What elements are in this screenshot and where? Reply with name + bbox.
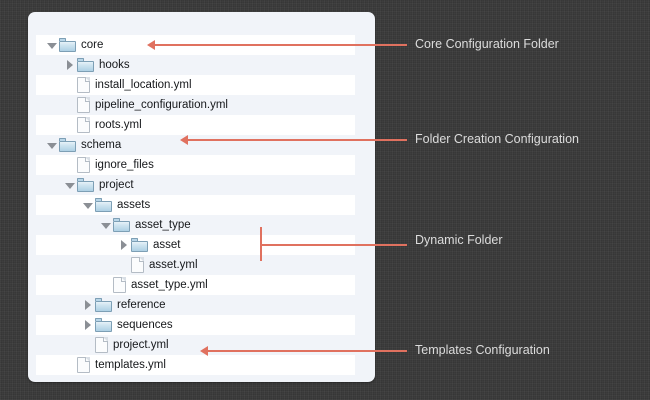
tree-row[interactable]: asset_type.yml (28, 275, 375, 295)
tree-node-label: assets (117, 199, 151, 211)
file-document-icon (77, 157, 90, 173)
disclosure-spacer (64, 355, 77, 375)
disclosure-spacer (64, 155, 77, 175)
tree-row[interactable]: asset.yml (28, 255, 375, 275)
file-document-icon (95, 337, 108, 353)
tree-row[interactable]: pipeline_configuration.yml (28, 95, 375, 115)
file-document-icon (77, 357, 90, 373)
disclosure-triangle-collapsed-icon[interactable] (82, 315, 95, 335)
folder-icon (77, 178, 94, 192)
tree-node-label: reference (117, 299, 166, 311)
tree-node-label: project (99, 179, 134, 191)
folder-icon (95, 318, 112, 332)
tree-row[interactable]: reference (28, 295, 375, 315)
file-tree-panel: core hooks install_location.yml pipeline_co… (28, 12, 375, 382)
annotation-line-schema (188, 139, 407, 141)
disclosure-triangle-expanded-icon[interactable] (100, 215, 113, 235)
tree-node-label: asset_type.yml (131, 279, 208, 291)
tree-row[interactable]: asset_type (28, 215, 375, 235)
tree-node-label: core (81, 39, 104, 51)
folder-icon (131, 238, 148, 252)
tree-row[interactable]: install_location.yml (28, 75, 375, 95)
folder-icon (59, 38, 76, 52)
folder-icon (59, 138, 76, 152)
tree-row[interactable]: project.yml (28, 335, 375, 355)
tree-row[interactable]: roots.yml (28, 115, 375, 135)
annotation-arrowhead-schema (180, 135, 188, 145)
file-document-icon (113, 277, 126, 293)
annotation-arrowhead-templates (200, 346, 208, 356)
folder-icon (95, 198, 112, 212)
disclosure-spacer (64, 115, 77, 135)
disclosure-triangle-expanded-icon[interactable] (64, 175, 77, 195)
tree-row[interactable]: sequences (28, 315, 375, 335)
tree-row[interactable]: templates.yml (28, 355, 375, 375)
annotation-label-core: Core Configuration Folder (415, 37, 559, 51)
tree-node-label: install_location.yml (95, 79, 192, 91)
annotation-arrowhead-core (147, 40, 155, 50)
disclosure-spacer (82, 335, 95, 355)
file-document-icon (77, 117, 90, 133)
disclosure-triangle-collapsed-icon[interactable] (64, 55, 77, 75)
tree-node-label: project.yml (113, 339, 169, 351)
disclosure-triangle-expanded-icon[interactable] (82, 195, 95, 215)
tree-node-label: hooks (99, 59, 130, 71)
tree-node-label: sequences (117, 319, 173, 331)
tree-row[interactable]: project (28, 175, 375, 195)
annotation-line-core (155, 44, 407, 46)
disclosure-triangle-collapsed-icon[interactable] (118, 235, 131, 255)
tree-row[interactable]: assets (28, 195, 375, 215)
tree-node-label: roots.yml (95, 119, 142, 131)
annotation-label-templates: Templates Configuration (415, 343, 550, 357)
disclosure-triangle-expanded-icon[interactable] (46, 35, 59, 55)
tree-row[interactable]: hooks (28, 55, 375, 75)
tree-node-label: templates.yml (95, 359, 166, 371)
tree-node-label: asset_type (135, 219, 191, 231)
tree-node-label: schema (81, 139, 122, 151)
folder-icon (113, 218, 130, 232)
tree-node-label: asset.yml (149, 259, 198, 271)
annotation-line-dynamic-folder (260, 244, 407, 246)
disclosure-spacer (64, 75, 77, 95)
disclosure-triangle-collapsed-icon[interactable] (82, 295, 95, 315)
annotation-bracket-dynamic-folder (260, 227, 262, 261)
folder-icon (77, 58, 94, 72)
annotation-label-dynamic-folder: Dynamic Folder (415, 233, 503, 247)
file-tree[interactable]: core hooks install_location.yml pipeline_co… (28, 35, 375, 375)
tree-row[interactable]: schema (28, 135, 375, 155)
annotation-label-schema: Folder Creation Configuration (415, 132, 579, 146)
disclosure-spacer (100, 275, 113, 295)
annotation-line-templates (208, 350, 407, 352)
file-document-icon (131, 257, 144, 273)
folder-icon (95, 298, 112, 312)
tree-row[interactable]: ignore_files (28, 155, 375, 175)
disclosure-spacer (64, 95, 77, 115)
tree-row[interactable]: asset (28, 235, 375, 255)
disclosure-spacer (118, 255, 131, 275)
tree-node-label: ignore_files (95, 159, 154, 171)
tree-node-label: pipeline_configuration.yml (95, 99, 228, 111)
file-document-icon (77, 97, 90, 113)
disclosure-triangle-expanded-icon[interactable] (46, 135, 59, 155)
file-document-icon (77, 77, 90, 93)
tree-node-label: asset (153, 239, 181, 251)
